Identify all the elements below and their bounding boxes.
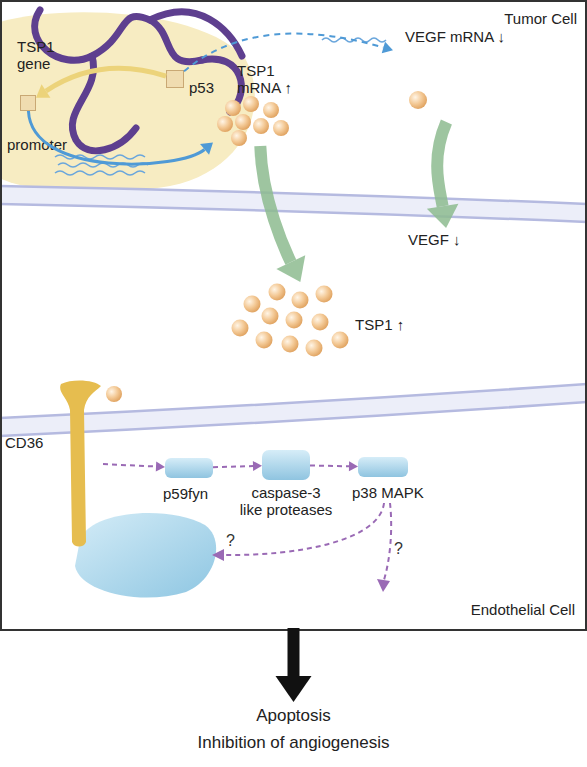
arrow-head	[156, 462, 165, 472]
protein-ball	[273, 120, 289, 136]
endothelial-nucleus	[75, 513, 216, 598]
gene-box: TSP1 genepromoter	[20, 95, 36, 111]
protein-box: p53	[166, 70, 184, 88]
protein-ball	[231, 130, 247, 146]
protein-ball	[409, 91, 427, 109]
protein-ball	[312, 314, 329, 331]
protein-ball	[232, 320, 249, 337]
question-mark: ?	[394, 540, 403, 558]
protein-ball	[292, 292, 309, 309]
connector	[184, 34, 383, 72]
connector	[260, 146, 291, 262]
connector-line	[103, 464, 156, 466]
node-label: TSP1 ↑	[355, 316, 404, 333]
protein-ball	[256, 332, 273, 349]
tumor-nucleus	[0, 12, 255, 192]
frame	[1, 1, 586, 630]
protein-ball	[282, 336, 299, 353]
connector-line	[46, 68, 166, 91]
question-mark: ?	[226, 532, 235, 550]
arrow-head	[36, 84, 50, 97]
node-label: Apoptosis	[150, 706, 437, 726]
protein-ball	[217, 116, 233, 132]
connector	[310, 465, 349, 467]
connector	[293, 628, 294, 676]
protein-ball	[332, 332, 349, 349]
node-label: p38 MAPK	[352, 484, 424, 501]
arrow-head	[200, 142, 213, 154]
node-label: caspase-3 like proteases	[239, 484, 333, 519]
protein-ball	[262, 308, 279, 325]
connector-line	[184, 34, 383, 72]
arrow-head	[427, 204, 459, 228]
node-label: Tumor Cell	[504, 10, 577, 27]
protein-label: VEGF ↓	[408, 228, 488, 252]
arrow-head	[212, 549, 224, 561]
arrow-head	[276, 676, 312, 702]
connector	[46, 68, 166, 91]
node-label: TSP1 mRNA ↑	[237, 62, 303, 97]
membrane-line	[0, 186, 587, 204]
arrow-head	[276, 255, 305, 282]
protein-ball	[306, 340, 323, 357]
outcome-box: ApoptosisInhibition of angiogenesis	[150, 702, 437, 762]
protease-box: caspase-3 like proteases	[262, 450, 310, 480]
receptor: CD36	[55, 378, 103, 548]
bound-tsp1	[106, 386, 122, 402]
protein-ball	[269, 284, 286, 301]
connector	[437, 122, 446, 206]
cell-region: Tumor CellTSP1 genepromoterp53TSP1 mRNA …	[2, 2, 585, 182]
protein-ball	[316, 286, 333, 303]
node-sublabel: promoter	[7, 136, 67, 153]
protein-ball	[263, 102, 279, 118]
membrane-line	[0, 402, 587, 436]
node-label: VEGF ↓	[408, 231, 461, 248]
tumor-membrane	[0, 186, 587, 222]
kinase-box: p38 MAPK	[358, 457, 408, 477]
connector-line	[288, 628, 300, 676]
tsp1-mrna-waves	[55, 155, 148, 175]
connector-line	[437, 122, 446, 206]
arrow-head	[377, 579, 390, 592]
node-label: p53	[189, 79, 214, 96]
connector-line	[260, 146, 291, 262]
mrna-cluster: VEGF mRNA ↓	[393, 22, 543, 122]
arrow-head	[253, 461, 262, 471]
kinase-box: p59fyn	[165, 458, 213, 478]
arrow-head	[382, 42, 393, 54]
membrane-line	[0, 204, 587, 222]
connector	[213, 466, 253, 467]
vegf-mrna-wave	[322, 38, 386, 42]
connector	[103, 464, 156, 466]
protein-cluster: TSP1 ↑	[222, 282, 417, 362]
cell-region: Endothelial Cell CD36 p59fyn caspase-3 like…	[2, 372, 585, 628]
connector-line	[310, 464, 349, 467]
protein-ball	[225, 100, 241, 116]
protein-ball	[244, 296, 261, 313]
node-label: VEGF mRNA ↓	[405, 28, 505, 45]
node-label: Endothelial Cell	[471, 601, 575, 618]
protein-ball	[243, 96, 259, 112]
node-label: CD36	[5, 434, 43, 451]
connector-line	[213, 466, 253, 467]
protein-ball	[253, 118, 269, 134]
node-label: p59fyn	[163, 485, 208, 502]
node-label: TSP1 gene	[17, 38, 59, 73]
protein-ball	[286, 312, 303, 329]
node-sublabel: Inhibition of angiogenesis	[150, 733, 437, 753]
arrow-head	[349, 461, 358, 471]
protein-ball	[235, 114, 251, 130]
mrna-cluster: TSP1 mRNA ↑	[213, 62, 305, 146]
chromatin	[35, 10, 242, 151]
cd36-receptor	[55, 378, 103, 548]
